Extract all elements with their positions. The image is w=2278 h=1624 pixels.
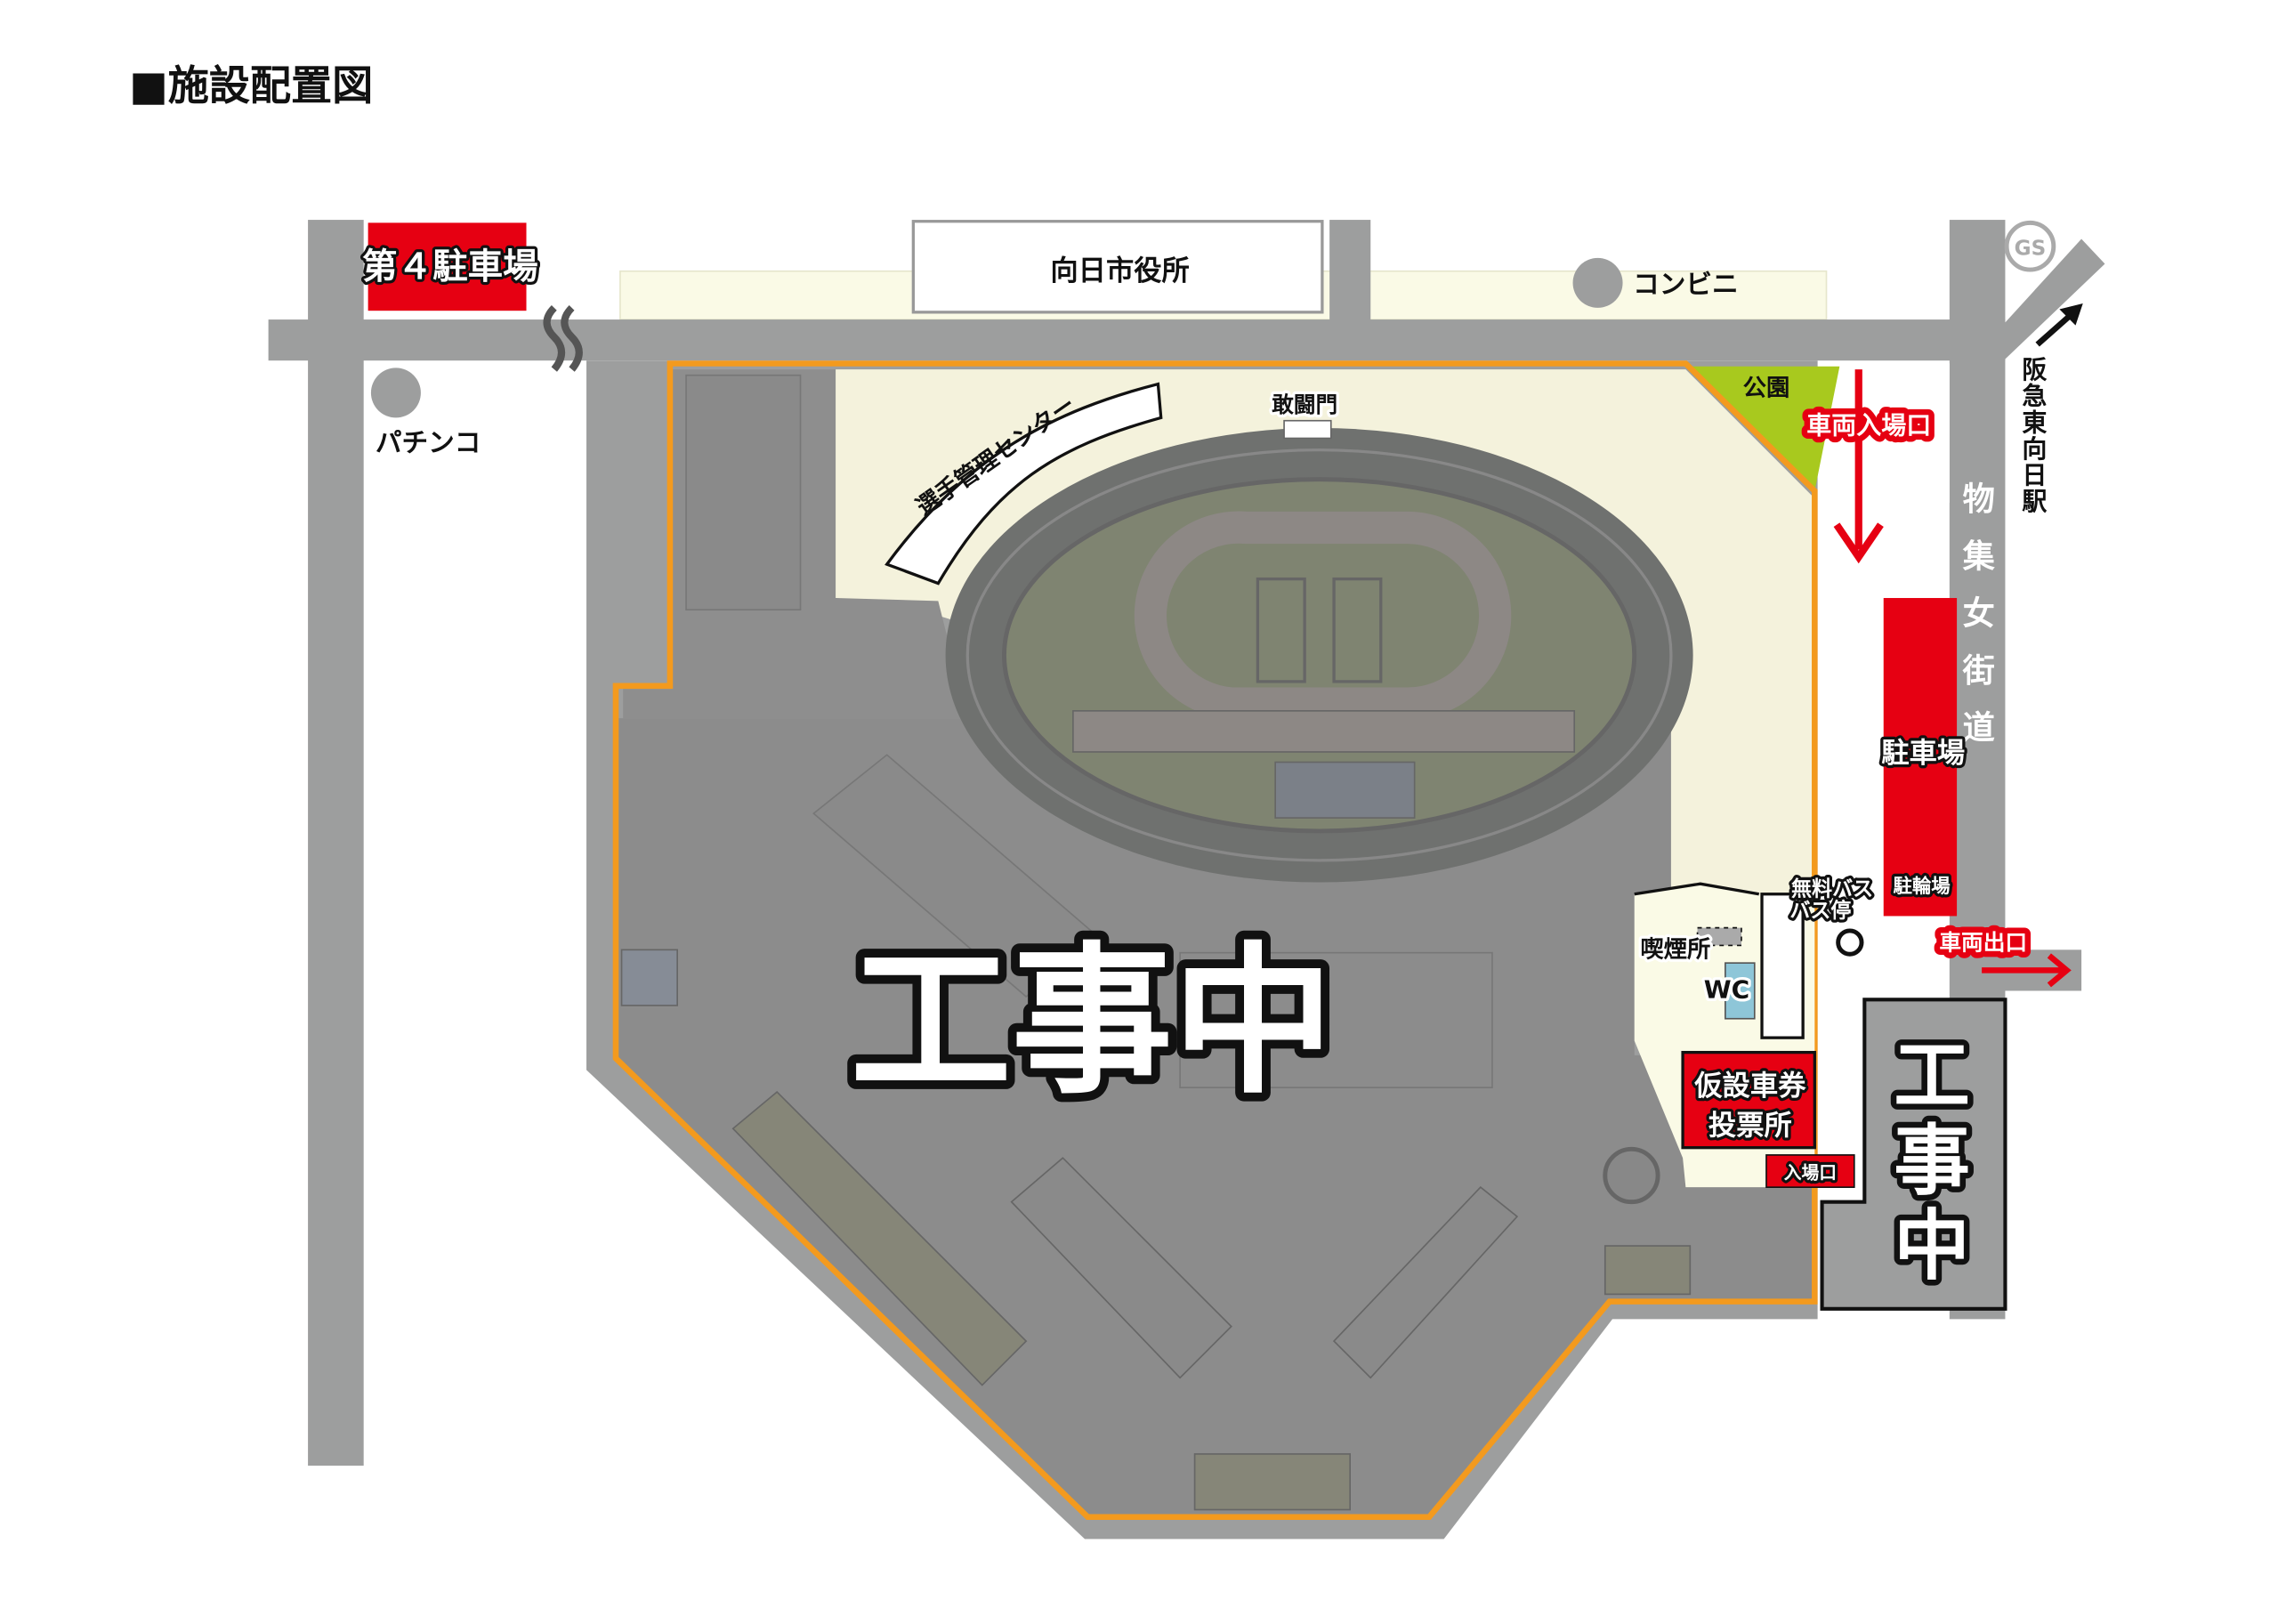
station-char: 東 — [2022, 408, 2047, 437]
bicycle-parking-label: 駐輪場 — [1893, 875, 1950, 898]
stand-building — [1179, 951, 1493, 1088]
station-char: 駅 — [2022, 487, 2047, 516]
pachinko-marker — [370, 368, 421, 418]
bus-shelter — [1760, 893, 1805, 1039]
infield-box — [1256, 577, 1306, 683]
pachinko-label: パチンコ — [376, 426, 481, 457]
service-roof — [1634, 882, 1760, 896]
street-label: 物 集 女 街 道 — [1962, 480, 1996, 747]
exit-arrow-icon — [1982, 953, 2072, 988]
gate-marker — [1283, 419, 1332, 440]
station-char: 阪 — [2022, 355, 2047, 384]
station-char: 日 — [2022, 461, 2047, 490]
gas-station-marker — [2004, 220, 2056, 272]
road-diagonal — [2005, 238, 2105, 360]
street-char: 女 — [1963, 594, 1995, 633]
free-bus-label: 無料バス — [1791, 877, 1873, 901]
infield-box — [1332, 577, 1383, 683]
construction-side-label: 工 事 中 — [1888, 1027, 1976, 1297]
parking-label: 駐車場 — [1881, 737, 1965, 769]
city-hall-building — [911, 220, 1324, 314]
smoking-label: 喫煙所 — [1640, 937, 1710, 964]
parking4-block — [368, 222, 527, 311]
bus-stop-marker — [1836, 928, 1864, 957]
entrance-label: 入場口 — [1784, 1162, 1837, 1183]
city-hall-label: 向日市役所 — [1050, 255, 1189, 287]
wc-building — [1725, 962, 1756, 1020]
convenience-marker — [1572, 257, 1623, 308]
gas-station-label: GS — [2015, 238, 2047, 261]
white-lot — [1878, 363, 1950, 503]
vehicle-entrance-label: 車両入場口 — [1806, 411, 1931, 440]
station-char: 急 — [2022, 382, 2047, 411]
road-city-hall — [1329, 220, 1371, 323]
parking-block — [1883, 598, 1958, 917]
ticket-office-label-1: 仮設車券 — [1693, 1069, 1806, 1102]
convenience-label: コンビニ — [1633, 268, 1738, 299]
construction-side-char: 事 — [1894, 1118, 1970, 1206]
station-arrowhead-icon — [2059, 303, 2083, 326]
stadium-track-line — [965, 448, 1673, 862]
stand-wing — [812, 754, 1101, 998]
east-small-building — [1603, 1245, 1692, 1296]
road-break-icon — [543, 304, 583, 372]
infield-building — [1274, 761, 1416, 819]
park-label: 公園 — [1743, 376, 1790, 402]
facility-boundary — [612, 360, 1818, 1521]
wc-label: WC — [1704, 975, 1749, 1005]
smoking-area — [1696, 926, 1742, 947]
construction-side-char: 工 — [1894, 1033, 1970, 1121]
ticket-office-label-2: 投票所 — [1708, 1110, 1792, 1142]
vehicle-exit-label: 車両出口 — [1939, 929, 2027, 955]
rider-center-building — [885, 382, 1163, 586]
south-building — [731, 1090, 1028, 1386]
road-left — [308, 220, 364, 1466]
construction-side-block — [1820, 998, 2007, 1311]
entrance-arrowhead-icon — [1833, 522, 1884, 564]
small-building — [620, 949, 678, 1006]
building-block — [685, 374, 802, 611]
ticket-office — [1681, 1050, 1816, 1150]
gate-label: 敢闘門 — [1272, 392, 1337, 417]
construction-side-char: 中 — [1894, 1203, 1970, 1291]
construction-label: 工事中 — [851, 928, 1335, 1116]
road-top — [268, 319, 2006, 361]
station-char: 向 — [2022, 434, 2047, 464]
street-char: 道 — [1963, 708, 1995, 747]
south-gate-building — [1193, 1453, 1352, 1511]
entrance-block — [1765, 1154, 1855, 1188]
street-char: 物 — [1963, 480, 1995, 518]
street-char: 集 — [1962, 537, 1996, 575]
infield-course — [1134, 511, 1512, 720]
parking4-label: 第４駐車場 — [362, 246, 538, 287]
street-char: 街 — [1962, 651, 1995, 690]
fountain — [1603, 1146, 1660, 1205]
annex-building — [1010, 1157, 1232, 1379]
station-label: 阪 急 東 向 日 駅 — [2022, 355, 2047, 516]
annex-building-east — [1332, 1186, 1519, 1379]
infield-straight — [1072, 710, 1576, 753]
page-title: ■施設配置図 — [129, 61, 373, 109]
bus-stop-label: バス停 — [1789, 899, 1851, 923]
